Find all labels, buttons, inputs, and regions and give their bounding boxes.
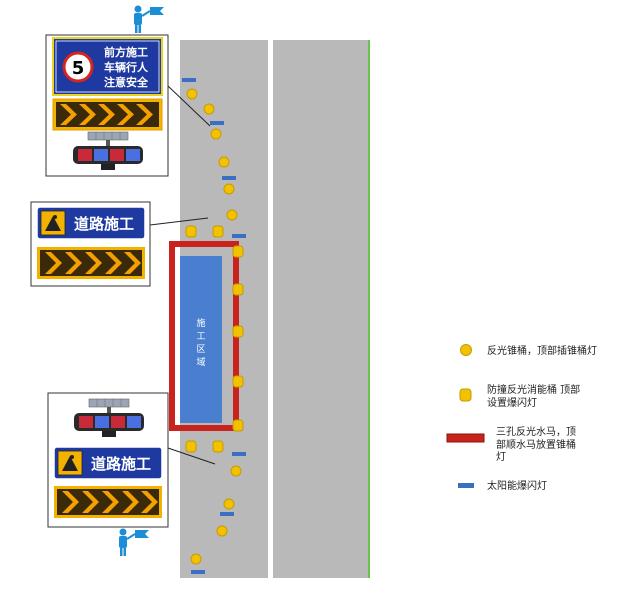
sign-line: 前方施工 <box>104 45 148 59</box>
worker-icon <box>45 216 61 231</box>
barrel <box>232 283 244 296</box>
work-zone-char: 区 <box>196 344 205 355</box>
barrel <box>232 419 244 432</box>
cone <box>226 209 238 221</box>
legend-barrier-label: 部顺水马放置锥桶 <box>496 438 576 451</box>
cone <box>190 553 202 565</box>
cone <box>186 88 198 100</box>
barrel <box>212 440 224 453</box>
top-sign-box: 5 前方施工 车辆行人 注意安全 <box>45 34 169 177</box>
leader-line <box>167 85 211 127</box>
work-zone-char: 域 <box>196 356 205 368</box>
road-center-line <box>268 40 273 578</box>
cone <box>223 498 235 510</box>
chevron-arrows <box>45 252 141 274</box>
cone <box>230 465 242 477</box>
cone <box>218 156 230 168</box>
flagger-top-icon <box>134 5 164 33</box>
speed-limit-sign <box>62 51 94 83</box>
chevron-arrows <box>60 104 153 125</box>
legend-strobe-icon <box>458 483 474 488</box>
road-edge-line <box>368 40 370 578</box>
barrel <box>232 245 244 258</box>
cone <box>223 183 235 195</box>
solar-strobe-lamp-icon <box>73 131 143 170</box>
bottom-sign-box: 道路施工 <box>47 392 169 528</box>
legend-barrier-label: 灯 <box>496 451 506 463</box>
barrel <box>212 225 224 238</box>
strobe-light <box>222 176 236 180</box>
strobe-light <box>232 234 246 238</box>
legend-cone-icon <box>460 344 472 356</box>
work-zone-char: 施 <box>196 317 205 329</box>
legend: 反光锥桶，顶部插锥桶灯 防撞反光消能桶 顶部 设置爆闪灯 三孔反光水马，顶 部顺… <box>446 344 597 492</box>
leader-line <box>167 447 216 465</box>
sign-line: 注意安全 <box>104 75 149 89</box>
solar-strobe-lamp-icon <box>74 398 144 437</box>
barrel <box>232 375 244 388</box>
sign-line: 车辆行人 <box>104 60 149 74</box>
middle-sign-box: 道路施工 <box>30 201 151 287</box>
legend-barrel-label: 设置爆闪灯 <box>487 396 537 409</box>
leader-line <box>149 217 209 226</box>
legend-cone-label: 反光锥桶，顶部插锥桶灯 <box>487 344 597 357</box>
flagger-bottom-icon <box>119 528 149 556</box>
strobe-light <box>220 512 234 516</box>
work-zone-area <box>180 256 222 423</box>
legend-barrier-icon <box>446 433 485 443</box>
chevron-arrows <box>62 491 158 513</box>
speed-limit-value: 5 <box>72 58 85 79</box>
cone <box>203 103 215 115</box>
work-zone-char: 工 <box>196 332 205 342</box>
legend-barrel-icon <box>459 388 472 402</box>
barrel <box>185 225 197 238</box>
road-work-label: 道路施工 <box>74 215 134 233</box>
road-markers <box>182 78 246 574</box>
barrel <box>232 325 244 338</box>
strobe-light <box>191 570 205 574</box>
road-work-label: 道路施工 <box>91 455 151 473</box>
legend-barrel-label: 防撞反光消能桶 顶部 <box>487 383 580 396</box>
legend-strobe-label: 太阳能爆闪灯 <box>487 479 547 492</box>
cone <box>210 128 222 140</box>
legend-barrier-label: 三孔反光水马，顶 <box>496 425 576 438</box>
barrel <box>185 440 197 453</box>
leader-lines <box>149 85 216 465</box>
strobe-light <box>232 452 246 456</box>
strobe-light <box>210 121 224 125</box>
cone <box>216 525 228 537</box>
strobe-light <box>182 78 196 82</box>
worker-icon <box>62 456 78 471</box>
